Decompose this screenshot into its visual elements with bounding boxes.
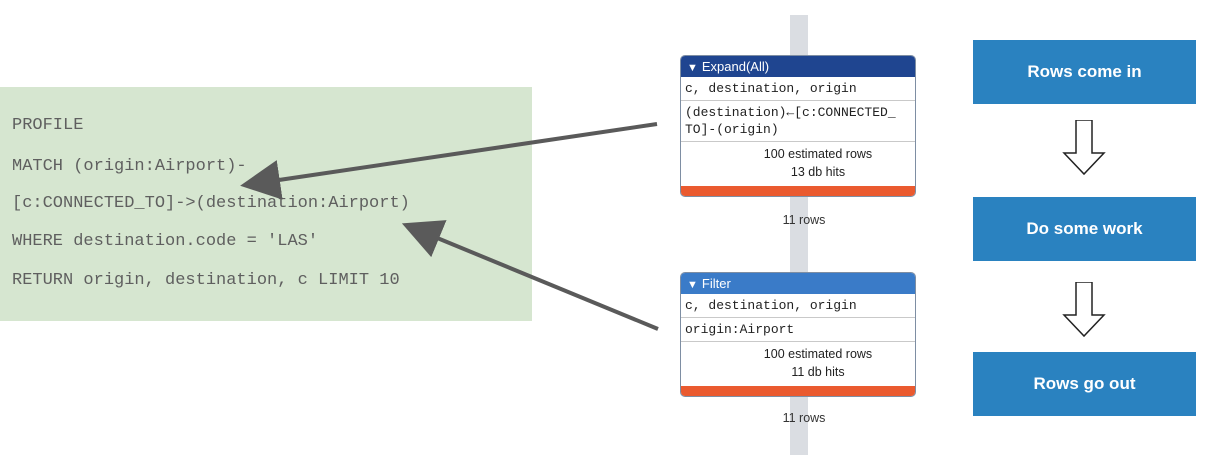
code-line-3: [c:CONNECTED_TO]->(destination:Airport) (12, 194, 410, 213)
code-line-4: WHERE destination.code = 'LAS' (12, 232, 319, 251)
filter-db-hits: 11 db hits (791, 365, 845, 379)
do-some-work-label: Do some work (1026, 219, 1143, 238)
expand-pattern: (destination)←[c:CONNECTED_ TO]-(origin) (681, 101, 915, 142)
filter-operator-title: Filter (701, 276, 731, 291)
expand-cost-bar (681, 186, 915, 196)
expand-operator-header[interactable]: ▼Expand(All) (681, 56, 915, 77)
expand-pointer-arrow (240, 122, 658, 200)
do-some-work-box: Do some work (973, 197, 1196, 261)
filter-operator-header[interactable]: ▼Filter (681, 273, 915, 294)
expand-operator-title: Expand(All) (701, 59, 770, 74)
filter-identifiers: c, destination, origin (681, 294, 915, 318)
filter-cost-bar (681, 386, 915, 396)
filter-pointer-arrow (401, 220, 659, 331)
filter-estimated-rows: 100 estimated rows (763, 347, 873, 361)
expand-db-hits: 13 db hits (790, 165, 846, 179)
expand-operator-card[interactable]: ▼Expand(All) c, destination, origin (des… (680, 55, 916, 197)
triangle-down-icon: ▼ (687, 62, 698, 74)
expand-rows-out: 11 rows (782, 213, 826, 227)
triangle-down-icon: ▼ (687, 279, 698, 291)
cypher-query-panel: PROFILE MATCH (origin:Airport)- [c:CONNE… (0, 87, 532, 321)
rows-come-in-label: Rows come in (1027, 62, 1142, 81)
expand-estimated-rows: 100 estimated rows (763, 147, 873, 161)
code-line-2: MATCH (origin:Airport)- (12, 157, 247, 176)
code-line-5: RETURN origin, destination, c LIMIT 10 (12, 271, 400, 290)
filter-operator-card[interactable]: ▼Filter c, destination, origin origin:Ai… (680, 272, 916, 397)
down-arrow-icon (1062, 282, 1106, 338)
rows-go-out-label: Rows go out (1033, 374, 1136, 393)
rows-go-out-box: Rows go out (973, 352, 1196, 416)
expand-stats: 100 estimated rows 13 db hits (681, 142, 915, 186)
filter-stats: 100 estimated rows 11 db hits (681, 342, 915, 386)
expand-identifiers: c, destination, origin (681, 77, 915, 101)
code-line-1: PROFILE (12, 116, 84, 135)
down-arrow-icon (1062, 120, 1106, 176)
filter-predicate: origin:Airport (681, 318, 915, 342)
filter-rows-out: 11 rows (782, 411, 826, 425)
rows-come-in-box: Rows come in (973, 40, 1196, 104)
